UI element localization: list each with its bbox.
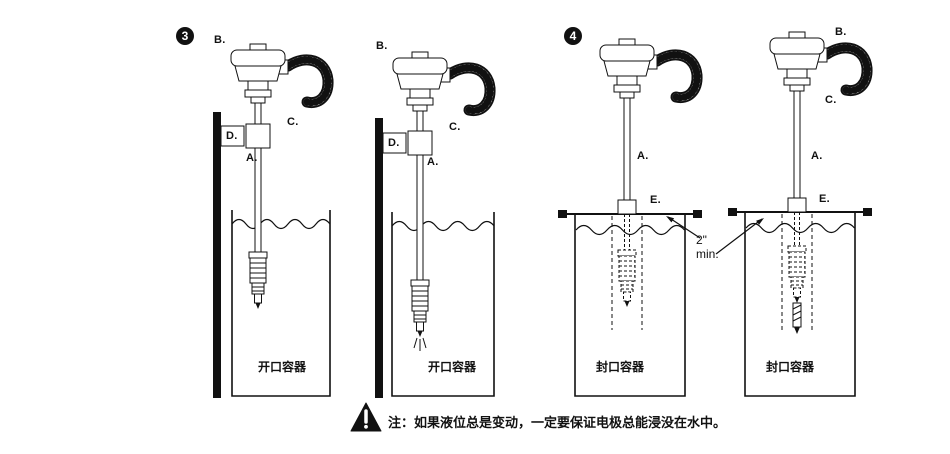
container-outline: [391, 212, 495, 397]
label-c: C.: [825, 94, 837, 106]
lid-end-cap: [558, 210, 567, 218]
label-b: B.: [214, 34, 226, 46]
clamp-callout-box: [220, 125, 245, 147]
hidden-rod-dashed: [624, 214, 630, 250]
water-surface-wave: [391, 220, 495, 232]
electrode-hatched-tip: [792, 302, 802, 334]
mounting-pole: [213, 112, 221, 398]
container-type-label: 开口容器: [428, 360, 477, 374]
electrode-probe-hidden: [787, 245, 807, 304]
label-b: B.: [835, 26, 847, 38]
sensor-head: [599, 38, 655, 99]
warning-icon: [350, 402, 382, 432]
min-distance-line1: 2": [696, 233, 707, 247]
lid-end-cap: [728, 208, 737, 216]
section-3-badge: 3: [176, 27, 194, 45]
cable-gland: [617, 199, 637, 215]
flex-conduit: [444, 62, 496, 117]
min-distance-arrow: [715, 218, 764, 255]
label-a: A.: [811, 150, 823, 162]
electrode-tip-fork: [413, 337, 427, 351]
electrode-probe-hidden: [617, 249, 637, 308]
mount-clamp: [407, 130, 433, 156]
container-type-label: 封口容器: [766, 360, 815, 374]
container-type-label: 封口容器: [596, 360, 645, 374]
label-c: C.: [287, 116, 299, 128]
min-distance-arrow: [666, 216, 701, 239]
clamp-callout-box: [382, 132, 407, 154]
sensor-head: [230, 43, 286, 104]
label-b: B.: [376, 40, 388, 52]
min-distance-annotation: 2" min.: [696, 233, 719, 262]
electrode-probe: [410, 279, 430, 338]
container-outline: [744, 212, 856, 397]
flex-conduit: [651, 49, 703, 104]
probe-rod: [623, 94, 631, 203]
flex-conduit: [821, 42, 873, 97]
water-surface-wave: [745, 222, 855, 234]
label-c: C.: [449, 121, 461, 133]
cable-gland: [787, 197, 807, 213]
electrode-probe: [248, 251, 268, 310]
stilling-well-dashed: [611, 216, 643, 330]
flex-conduit: [282, 54, 334, 109]
min-distance-line2: min.: [696, 247, 719, 262]
hidden-rod-dashed: [794, 212, 800, 246]
figure-open-1: [213, 43, 334, 398]
figure-sealed-1: [558, 38, 703, 397]
probe-rod: [793, 85, 801, 199]
mounting-pole: [375, 118, 383, 398]
container-type-label: 开口容器: [258, 360, 307, 374]
label-d: D.: [388, 137, 400, 149]
water-surface-wave: [231, 218, 331, 230]
lid-end-cap: [863, 208, 872, 216]
section-4-badge: 4: [564, 27, 582, 45]
container-outline: [574, 214, 686, 397]
probe-rod: [254, 99, 262, 253]
caution-note: 注：如果液位总是变动，一定要保证电极总能浸没在水中。: [388, 415, 727, 430]
figure-sealed-2: [728, 31, 873, 397]
label-e: E.: [650, 194, 661, 206]
sensor-head: [769, 31, 825, 92]
container-outline: [231, 210, 331, 397]
label-e: E.: [819, 193, 830, 205]
mount-clamp: [245, 123, 271, 149]
figure-open-2: [375, 51, 496, 398]
label-a: A.: [637, 150, 649, 162]
water-surface-wave: [575, 224, 685, 236]
sensor-head: [392, 51, 448, 112]
label-a: A.: [427, 156, 439, 168]
label-a: A.: [246, 152, 258, 164]
label-d: D.: [226, 130, 238, 142]
stilling-well-dashed: [781, 214, 813, 330]
lid-end-cap: [693, 210, 702, 218]
